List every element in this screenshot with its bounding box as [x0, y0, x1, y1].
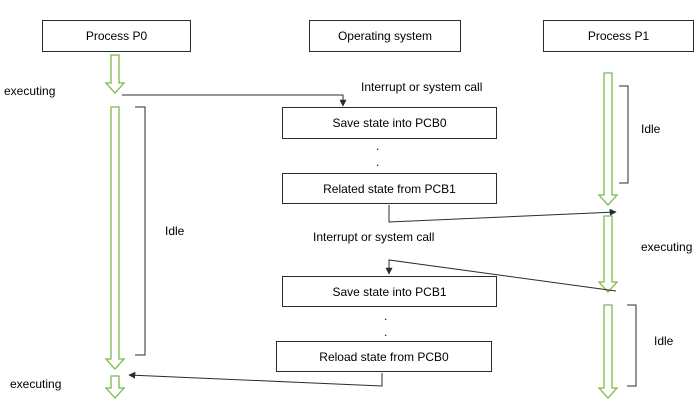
p1-timeline-arrow	[597, 215, 619, 293]
process-p1-header: Process P1	[543, 20, 694, 52]
reload-state-pcb0-box: Reload state from PCB0	[276, 341, 492, 372]
p1-idle-label: Idle	[641, 122, 661, 136]
ellipsis-dot: .	[376, 155, 380, 169]
related-state-pcb1-label: Related state from PCB1	[323, 181, 456, 196]
p0-idle-bracket	[135, 106, 146, 356]
operating-system-label: Operating system	[337, 29, 433, 43]
process-p0-label: Process P0	[85, 29, 148, 43]
save-state-pcb0-label: Save state into PCB0	[332, 116, 447, 130]
p1-timeline-arrow	[597, 72, 619, 206]
save-state-pcb1-box: Save state into PCB1	[282, 276, 497, 307]
p0-idle-label: Idle	[165, 224, 185, 238]
save-state-pcb1-label: Save state into PCB1	[332, 284, 447, 299]
save-state-pcb0-box: Save state into PCB0	[282, 107, 497, 139]
ellipsis-dot: .	[384, 309, 388, 323]
p1-timeline-arrow	[597, 304, 619, 399]
p0-timeline-arrow	[104, 54, 126, 94]
interrupt-label: Interrupt or system call	[313, 230, 435, 244]
p0-executing-label: executing	[4, 84, 56, 98]
process-p1-label: Process P1	[587, 29, 650, 43]
ellipsis-dot: .	[376, 139, 380, 153]
p0-timeline-arrow	[104, 375, 126, 399]
reload-state-pcb0-label: Reload state from PCB0	[319, 349, 449, 364]
p0-to-os-interrupt-arrow	[122, 94, 347, 107]
p1-executing-label: executing	[641, 240, 693, 254]
p0-timeline-arrow	[104, 106, 126, 370]
os-to-p0-dispatch-arrow	[128, 371, 383, 387]
ellipsis-dot: .	[384, 325, 388, 339]
os-to-p1-dispatch-arrow	[388, 205, 617, 223]
p1-idle-bracket	[619, 85, 629, 184]
process-p0-header: Process P0	[42, 20, 191, 52]
operating-system-header: Operating system	[309, 20, 461, 52]
p1-idle-bracket	[627, 304, 637, 387]
p1-to-os-interrupt-arrow	[385, 259, 617, 292]
p0-executing-label: executing	[10, 377, 62, 391]
interrupt-label: Interrupt or system call	[361, 80, 483, 94]
related-state-pcb1-box: Related state from PCB1	[282, 173, 497, 204]
p1-idle-label: Idle	[654, 334, 674, 348]
